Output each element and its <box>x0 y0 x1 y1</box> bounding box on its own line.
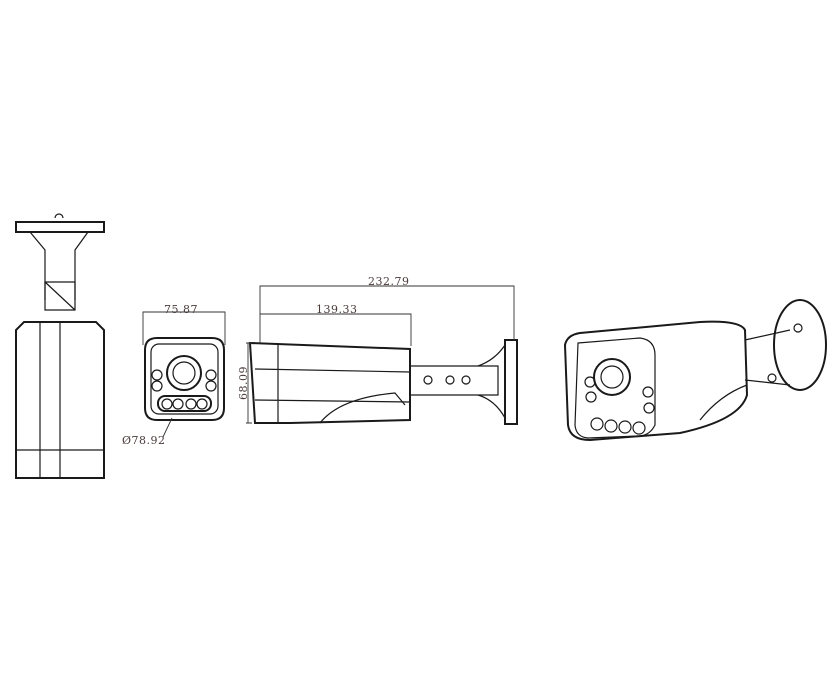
body-length-label: 139.33 <box>316 303 358 316</box>
side-view <box>246 285 518 425</box>
diameter-label: Ø78.92 <box>122 434 166 447</box>
height-label: 68.09 <box>237 366 250 400</box>
total-length-label: 232.79 <box>368 275 410 288</box>
front-width-label: 75.87 <box>164 303 198 316</box>
top-view <box>15 213 105 479</box>
front-view <box>142 311 226 438</box>
perspective-view <box>563 299 827 442</box>
